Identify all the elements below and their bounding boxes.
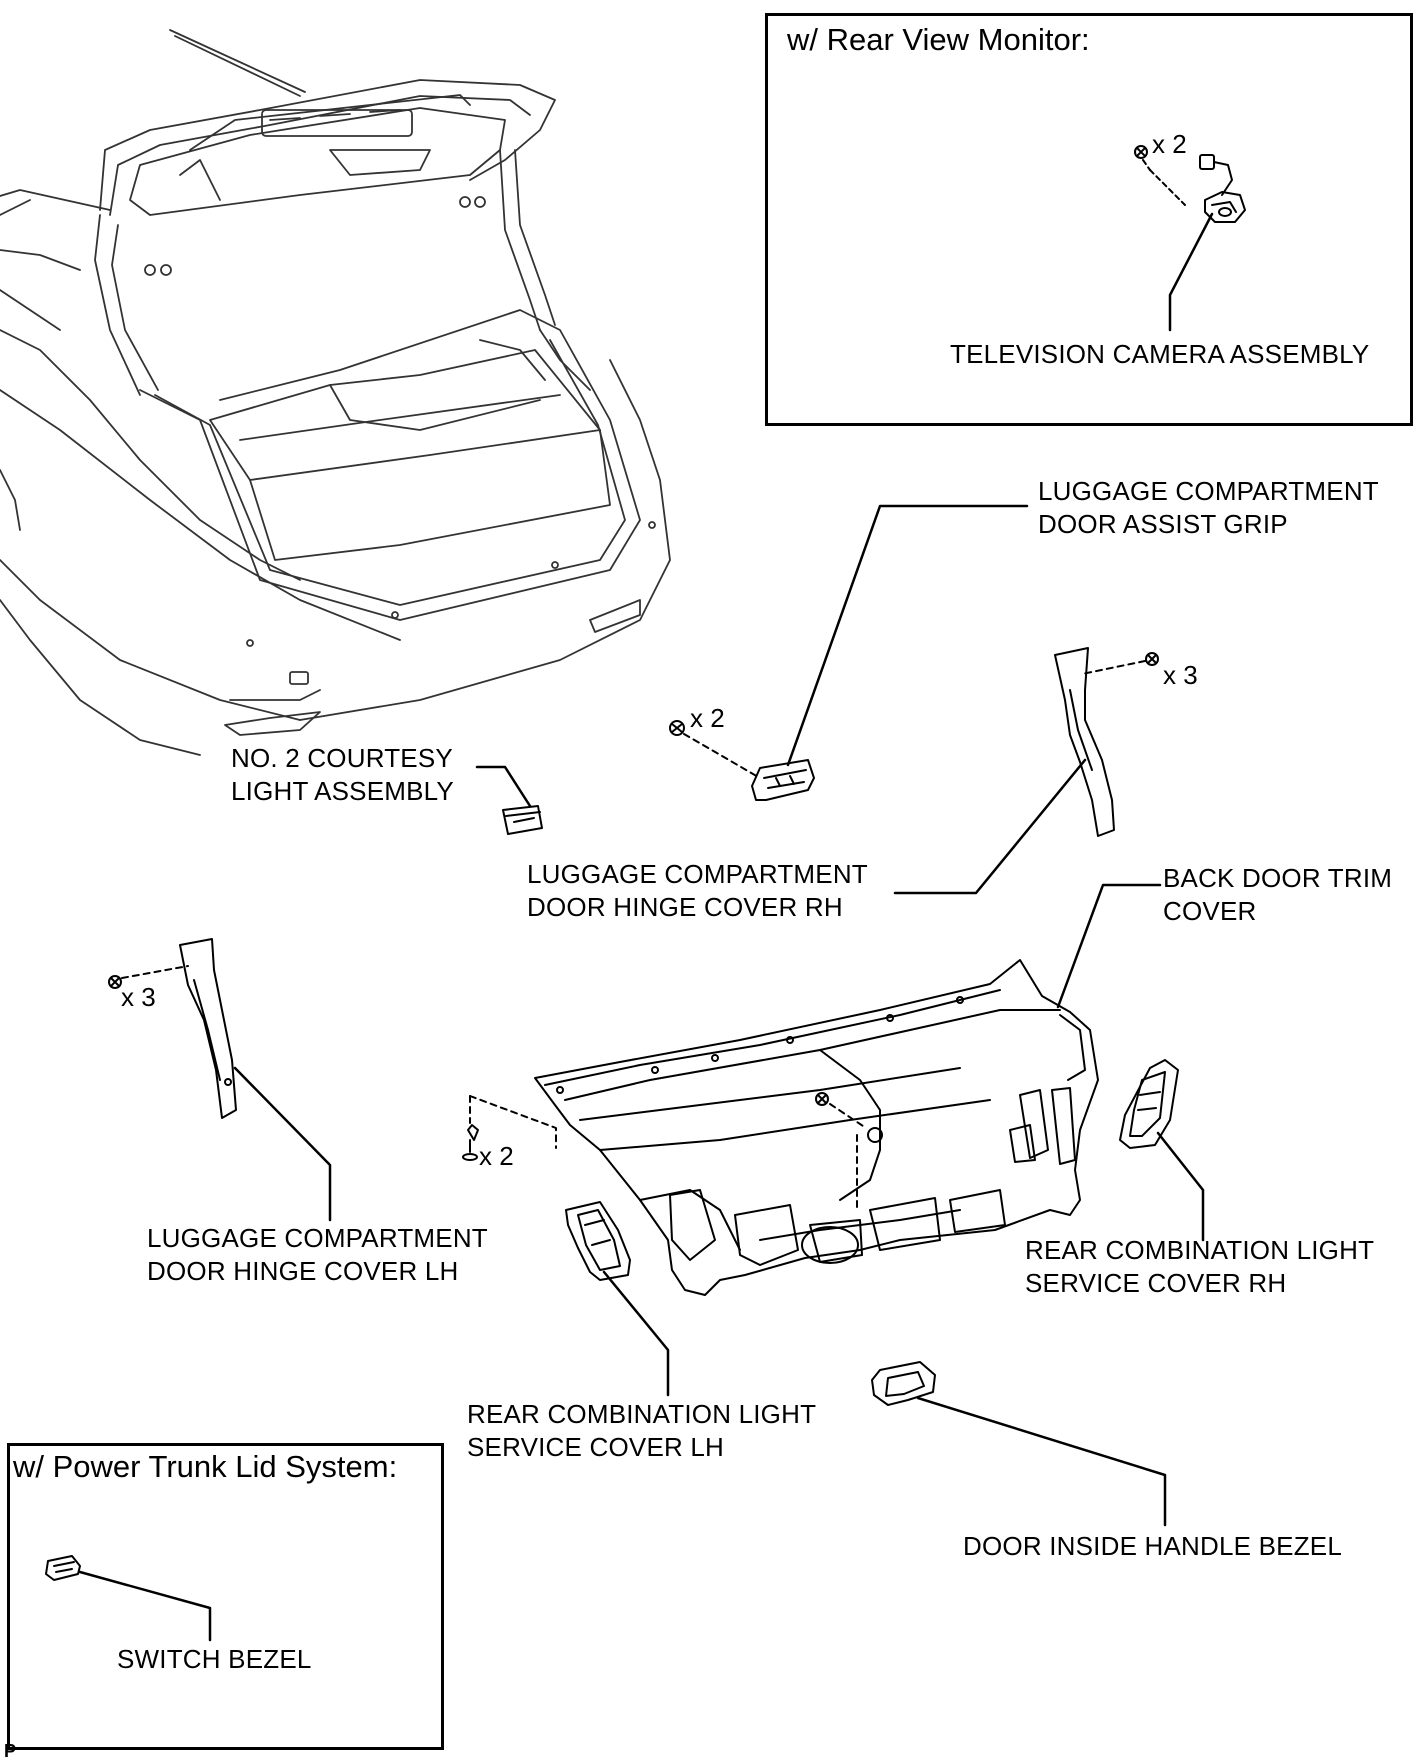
power-trunk-lid-title: w/ Power Trunk Lid System: bbox=[13, 1449, 398, 1484]
hinge-lh-screw-quantity: x 3 bbox=[121, 982, 156, 1012]
label-back-door-trim-cover: BACK DOOR TRIM COVER bbox=[1163, 863, 1393, 926]
label-hinge-cover-lh: LUGGAGE COMPARTMENT DOOR HINGE COVER LH bbox=[147, 1223, 488, 1286]
label-no2-courtesy-light-assembly: NO. 2 COURTESY LIGHT ASSEMBLY bbox=[231, 743, 454, 806]
trim-clip-quantity: x 2 bbox=[479, 1141, 514, 1171]
label-door-inside-handle-bezel: DOOR INSIDE HANDLE BEZEL bbox=[963, 1531, 1342, 1561]
handle-bezel-illustration bbox=[871, 1361, 936, 1406]
assist-grip-illustration bbox=[669, 720, 815, 801]
rear-view-monitor-title: w/ Rear View Monitor: bbox=[787, 22, 1090, 57]
switch-bezel-illustration bbox=[45, 1555, 81, 1581]
camera-screw-quantity: x 2 bbox=[1152, 129, 1187, 159]
service-cover-lh-illustration bbox=[565, 1201, 631, 1281]
courtesy-light-illustration bbox=[502, 805, 543, 835]
service-cover-rh-illustration bbox=[1119, 1059, 1179, 1149]
label-television-camera-assembly: TELEVISION CAMERA ASSEMBLY bbox=[950, 339, 1370, 369]
label-service-cover-rh: REAR COMBINATION LIGHT SERVICE COVER RH bbox=[1025, 1235, 1375, 1298]
rear-view-monitor-inset bbox=[765, 13, 1413, 426]
power-trunk-lid-inset bbox=[7, 1443, 444, 1750]
trim-cover-illustration bbox=[462, 959, 1099, 1296]
label-switch-bezel: SWITCH BEZEL bbox=[117, 1644, 312, 1674]
hinge-cover-lh-illustration bbox=[108, 938, 237, 1119]
camera-illustration bbox=[1134, 145, 1246, 223]
label-luggage-compartment-door-assist-grip: LUGGAGE COMPARTMENT DOOR ASSIST GRIP bbox=[1038, 476, 1379, 539]
vehicle-illustration bbox=[0, 29, 671, 756]
hinge-cover-rh-illustration bbox=[1054, 647, 1159, 837]
hinge-rh-screw-quantity: x 3 bbox=[1163, 660, 1198, 690]
corner-mark: P bbox=[4, 1741, 17, 1761]
label-service-cover-lh: REAR COMBINATION LIGHT SERVICE COVER LH bbox=[467, 1399, 817, 1462]
grip-screw-quantity: x 2 bbox=[690, 703, 725, 733]
label-hinge-cover-rh: LUGGAGE COMPARTMENT DOOR HINGE COVER RH bbox=[527, 859, 868, 922]
